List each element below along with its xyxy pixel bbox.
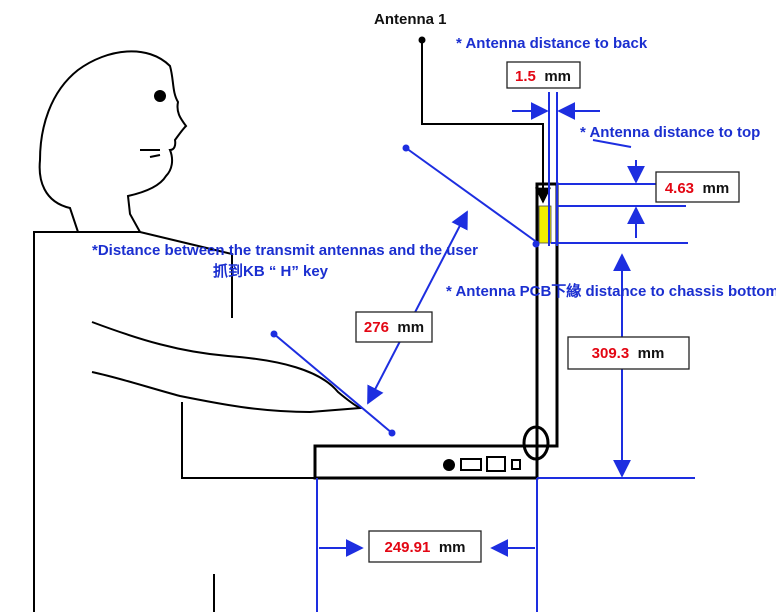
measure-width-value: 249.91 bbox=[384, 539, 430, 556]
port-usb-1 bbox=[460, 458, 482, 471]
hkey-dot-start bbox=[270, 330, 278, 338]
user-dist-arrow bbox=[367, 210, 468, 405]
measure-top-unit: mm bbox=[702, 180, 729, 197]
measure-width-box: 249.91 mm bbox=[368, 530, 482, 563]
person-torso bbox=[33, 231, 233, 612]
measure-user-value: 276 bbox=[364, 319, 389, 336]
svg-text:4.63 mm: 4.63 mm bbox=[665, 180, 729, 197]
svg-text:309.3 mm: 309.3 mm bbox=[592, 345, 665, 362]
label-dist-user-1: *Distance between the transmit antennas … bbox=[92, 242, 478, 259]
measure-width-unit: mm bbox=[439, 539, 466, 556]
pcb-pointer bbox=[405, 147, 539, 244]
person-figure bbox=[33, 50, 364, 612]
person-head bbox=[38, 50, 188, 233]
top-callout-pointer bbox=[592, 139, 632, 148]
measure-back-value: 1.5 bbox=[515, 68, 536, 85]
svg-text:249.91 mm: 249.91 mm bbox=[384, 539, 465, 556]
person-back-leg bbox=[181, 402, 318, 479]
antenna-leader-line bbox=[421, 40, 551, 204]
measure-user-box: 276 mm bbox=[355, 311, 433, 343]
measure-bottom-unit: mm bbox=[638, 345, 665, 362]
svg-text:1.5 mm: 1.5 mm bbox=[515, 68, 571, 85]
measure-back-unit: mm bbox=[544, 68, 571, 85]
measure-bottom-value: 309.3 bbox=[592, 345, 630, 362]
port-round bbox=[443, 459, 455, 471]
annotations bbox=[270, 92, 695, 612]
measure-back-box: 1.5 mm bbox=[506, 61, 581, 89]
measure-top-box: 4.63 mm bbox=[655, 171, 740, 203]
person-mouth bbox=[140, 149, 161, 158]
label-dist-back: * Antenna distance to back bbox=[456, 35, 648, 52]
label-dist-top: * Antenna distance to top bbox=[580, 124, 760, 141]
pcb-pointer-dot-end bbox=[532, 240, 540, 248]
measure-top-value: 4.63 bbox=[665, 180, 694, 197]
person-eye bbox=[154, 90, 166, 102]
laptop bbox=[313, 182, 559, 480]
hkey-pointer bbox=[273, 333, 393, 434]
measure-bottom-box: 309.3 mm bbox=[567, 336, 690, 370]
label-dist-user-2: 抓到KB “ H” key bbox=[213, 262, 329, 280]
person-arm bbox=[91, 321, 364, 414]
laptop-hinge bbox=[522, 425, 550, 461]
measure-user-unit: mm bbox=[397, 319, 424, 336]
antenna-title: Antenna 1 bbox=[374, 11, 447, 28]
svg-text:276 mm: 276 mm bbox=[364, 319, 424, 336]
port-usb-2 bbox=[486, 456, 506, 472]
antenna-leader: Antenna 1 bbox=[374, 11, 551, 204]
pcb-pointer-dot-start bbox=[402, 144, 410, 152]
port-small bbox=[511, 459, 521, 470]
label-dist-bottom: * Antenna PCB下緣 distance to chassis bott… bbox=[446, 282, 776, 300]
laptop-base bbox=[313, 444, 539, 480]
hkey-dot-end bbox=[388, 429, 396, 437]
